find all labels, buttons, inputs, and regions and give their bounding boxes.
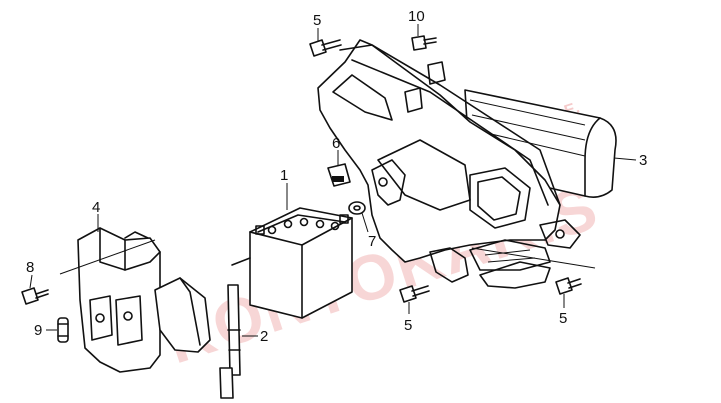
callout-8: 8 <box>26 259 34 276</box>
leader-lines <box>29 24 637 337</box>
part-8-bolt <box>21 287 49 305</box>
part-10-bolt <box>411 35 437 51</box>
callout-5-bottom-left: 5 <box>404 317 412 334</box>
part-9-fuse <box>57 317 69 343</box>
part-3-frame-assembly <box>317 39 617 289</box>
callout-4: 4 <box>92 199 100 216</box>
callout-6: 6 <box>332 135 340 152</box>
callout-10: 10 <box>408 8 425 25</box>
part-1-battery <box>249 207 353 319</box>
part-6-clip <box>327 163 351 187</box>
callout-5-top: 5 <box>313 12 321 29</box>
part-2-vent-tube <box>219 257 251 399</box>
callout-9: 9 <box>34 322 42 339</box>
part-5-bolt-bottom-right <box>555 277 582 295</box>
part-5-bolt-top <box>309 39 342 57</box>
callout-numbers: 1 2 3 4 5 5 5 6 7 8 9 10 <box>26 8 647 345</box>
callout-1: 1 <box>280 167 288 184</box>
part-7-washer <box>348 201 366 215</box>
callout-2: 2 <box>260 328 268 345</box>
callout-3: 3 <box>639 152 647 169</box>
callout-5-bottom-right: 5 <box>559 310 567 327</box>
part-5-bolt-bottom-left <box>399 285 430 303</box>
part-4-relay-box <box>77 227 211 373</box>
callout-7: 7 <box>368 233 376 250</box>
